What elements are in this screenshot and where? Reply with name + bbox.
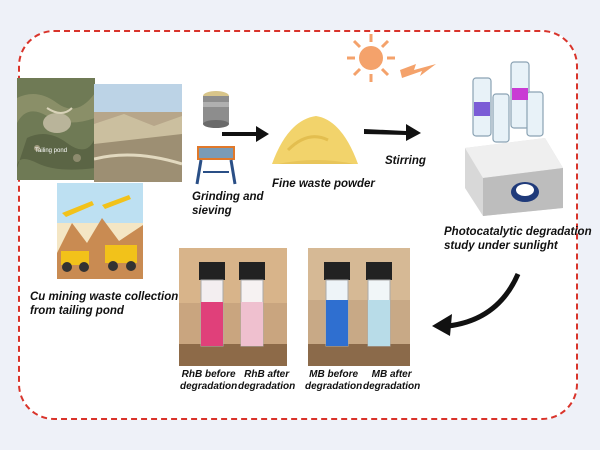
rhb-vials-photo — [179, 248, 287, 366]
fine-powder-pile — [268, 110, 362, 170]
map-label: Tailing pond — [35, 148, 68, 154]
sun-icon — [345, 32, 397, 84]
powder-label: Fine waste powder — [272, 178, 375, 190]
curved-return-arrow — [428, 270, 523, 340]
stirring-label: Stirring — [385, 155, 426, 167]
mb-before-label: MB before degradation — [305, 369, 363, 392]
magnetic-stirrer — [455, 58, 565, 218]
rhb-after-label: RhB after degradation — [238, 369, 296, 392]
grinder-icon — [198, 88, 234, 128]
rhb-before-label: RhB before degradation — [180, 369, 238, 392]
collection-label: Cu mining waste collection from tailing … — [30, 291, 179, 317]
tailing-pond-map: Tailing pond — [17, 78, 95, 180]
mb-vials-photo — [308, 248, 410, 366]
mb-after-label: MB after degradation — [363, 369, 421, 392]
lightning-icon — [398, 60, 438, 82]
arrow-to-powder — [222, 124, 270, 144]
photocatalytic-label: Photocatalytic degradation study under s… — [444, 226, 592, 252]
grinding-label: Grinding and sieving — [192, 191, 264, 217]
tailing-pond-photo — [94, 84, 182, 182]
mining-trucks-illustration — [57, 183, 143, 279]
arrow-to-stirrer — [364, 121, 422, 143]
sieve-icon — [193, 142, 239, 188]
